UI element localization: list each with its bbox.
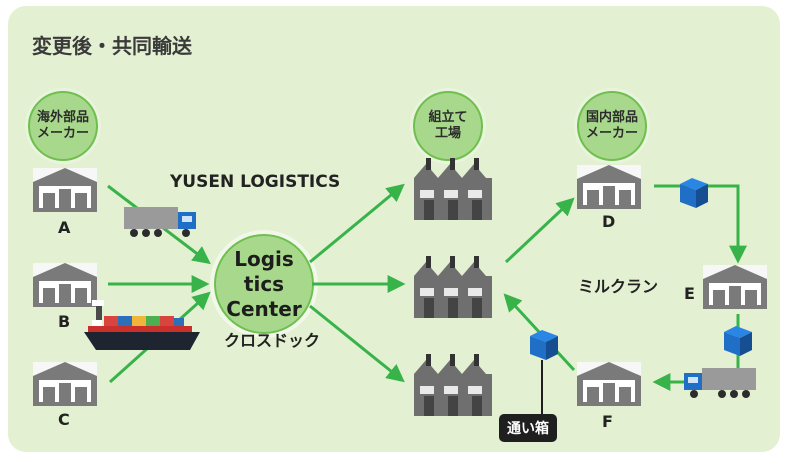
milkrun-label: ミルクラン [578, 277, 659, 296]
factory-top-icon [414, 158, 492, 220]
truck-bottom-icon [684, 368, 756, 398]
factory-bottom-icon [414, 354, 492, 416]
truck-top-icon [124, 207, 196, 237]
arrow-center-to-factory-bottom [309, 304, 405, 383]
supplier-e-warehouse-icon [703, 265, 767, 309]
supplier-c-warehouse-icon [33, 362, 97, 406]
supplier-d-label: D [602, 212, 616, 231]
supplier-e-label: E [684, 284, 695, 303]
supplier-b-warehouse-icon [33, 263, 97, 307]
crossdock-label: クロスドック [224, 331, 321, 350]
page-title: 変更後・共同輸送 [32, 34, 192, 58]
assembly-factory-label: 組立て 工場 [410, 88, 486, 164]
supplier-d-warehouse-icon [577, 165, 641, 209]
domestic-maker-label: 国内部品 メーカー [574, 88, 650, 164]
supplier-a-warehouse-icon [33, 168, 97, 212]
factory-middle-icon [414, 256, 492, 318]
supplier-c-label: C [58, 410, 70, 429]
supplier-b-label: B [58, 312, 71, 331]
returnable-box-badge: 通い箱 [499, 414, 557, 442]
arrow-factory-to-d [504, 197, 575, 264]
supplier-f-label: F [602, 412, 613, 431]
arrow-center-to-factory-top [309, 183, 405, 264]
overseas-maker-label: 海外部品 メーカー [25, 88, 101, 164]
supplier-a-label: A [58, 218, 71, 237]
returnable-box-bottom-icon [530, 330, 558, 360]
supplier-f-warehouse-icon [577, 362, 641, 406]
returnable-box-side-icon [724, 326, 752, 356]
yusen-logistics-label: YUSEN LOGISTICS [170, 172, 341, 192]
returnable-box-top-icon [680, 178, 708, 208]
ship-icon [84, 300, 200, 350]
